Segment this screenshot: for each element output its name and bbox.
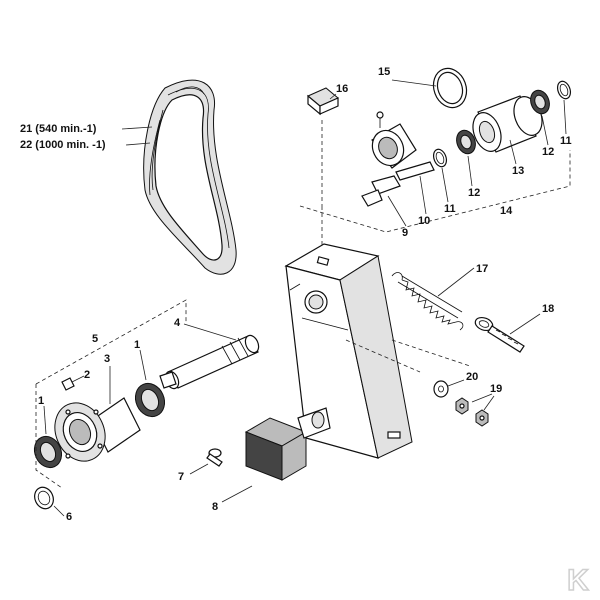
bearing-1a <box>134 382 166 418</box>
flange-hub-3 <box>54 397 141 462</box>
callout-16-label: 16 <box>336 83 348 95</box>
callout-8-label: 8 <box>212 501 218 513</box>
callout-9-label: 9 <box>402 227 408 239</box>
ring-11a <box>432 148 448 168</box>
assembly-14-bracket <box>299 120 571 233</box>
callout-22-label: 22 (1000 min. -1) <box>20 139 106 151</box>
callout-12a-label: 12 <box>468 187 480 199</box>
spring-17 <box>391 272 464 331</box>
callout-13-label: 13 <box>512 165 524 177</box>
ring-11b <box>556 80 572 100</box>
callout-10-label: 10 <box>418 215 430 227</box>
callout-20-label: 20 <box>466 371 478 383</box>
nut-19a <box>455 397 469 415</box>
bearing-12a <box>456 129 476 155</box>
pulley-13 <box>472 95 543 153</box>
callout-6: 6 <box>53 505 72 523</box>
callout-1a-label: 1 <box>134 339 140 351</box>
callout-16: 16 <box>329 83 348 100</box>
bearing-12b <box>530 89 550 115</box>
callout-21-label: 21 (540 min.-1) <box>20 123 97 135</box>
brand-logo: K <box>566 563 590 598</box>
callout-14: 14 <box>500 205 513 217</box>
cap-16 <box>307 87 339 116</box>
callout-3-label: 3 <box>104 353 110 365</box>
pin-10 <box>395 161 435 181</box>
callout-9: 9 <box>387 195 408 239</box>
callout-22: 22 (1000 min. -1) <box>20 139 151 151</box>
shaft-4 <box>159 334 260 390</box>
shaft-stub <box>297 407 331 439</box>
callout-7-label: 7 <box>178 471 184 483</box>
lever-housing-9 <box>361 111 417 207</box>
callout-1a: 1 <box>134 339 147 381</box>
callout-12b-label: 12 <box>542 146 554 158</box>
callout-2: 2 <box>71 369 90 383</box>
nut-19b <box>475 409 489 427</box>
callout-21: 21 (540 min.-1) <box>20 123 153 135</box>
assembly-5-bracket <box>35 299 187 489</box>
callout-4-label: 4 <box>174 317 181 329</box>
callout-18-label: 18 <box>542 303 554 315</box>
callout-15: 15 <box>378 66 437 87</box>
callout-17: 17 <box>437 263 488 297</box>
brand-logo-mark: K <box>567 564 589 597</box>
callout-12b: 12 <box>541 115 554 158</box>
bearing-1b <box>33 435 63 469</box>
callout-15-label: 15 <box>378 66 390 78</box>
callout-5-label: 5 <box>92 333 98 345</box>
callout-20: 20 <box>447 371 478 387</box>
callout-4: 4 <box>174 317 237 341</box>
callout-3: 3 <box>104 353 111 404</box>
washer-20 <box>433 380 449 398</box>
callout-5: 5 <box>92 333 98 345</box>
callout-1b-label: 1 <box>38 395 44 407</box>
callout-17-label: 17 <box>476 263 488 275</box>
gear-block-8 <box>244 417 308 481</box>
callout-2-label: 2 <box>84 369 90 381</box>
callout-7: 7 <box>178 463 209 483</box>
callout-11b: 11 <box>560 99 572 147</box>
callout-1b: 1 <box>38 395 47 435</box>
callout-11a-label: 11 <box>444 203 456 215</box>
callout-19: 19 <box>471 383 502 411</box>
callout-10: 10 <box>418 175 430 227</box>
callout-6-label: 6 <box>66 511 72 523</box>
circlip-15 <box>432 67 468 109</box>
callout-8: 8 <box>212 485 253 513</box>
screw-7 <box>206 448 223 467</box>
eye-bolt-18 <box>474 316 525 353</box>
callout-11a: 11 <box>441 167 456 215</box>
housing <box>284 243 413 459</box>
circlip-6 <box>34 486 54 510</box>
callout-14-label: 14 <box>500 205 513 217</box>
callout-19-label: 19 <box>490 383 502 395</box>
callout-12a: 12 <box>467 155 480 199</box>
v-belt <box>143 79 237 275</box>
callout-11b-label: 11 <box>560 135 572 147</box>
callout-13: 13 <box>509 139 524 177</box>
grease-nipple-2 <box>61 377 75 391</box>
callout-18: 18 <box>509 303 554 335</box>
